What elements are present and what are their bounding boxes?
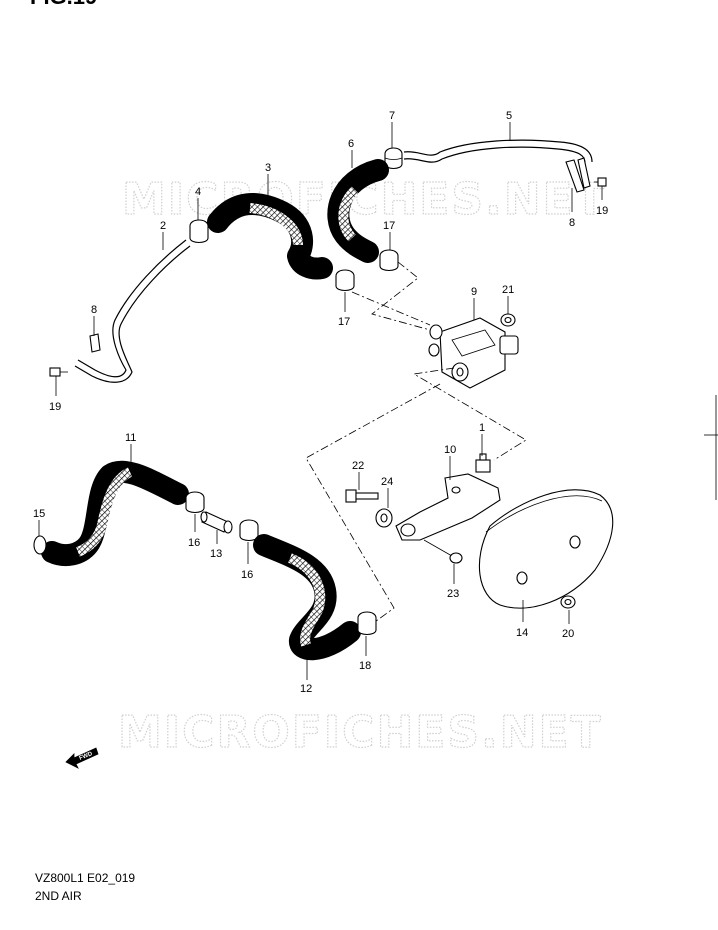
nut-20	[560, 595, 576, 609]
callout-19-upper: 19	[596, 205, 608, 217]
bolt-23	[423, 539, 463, 564]
watermark-bottom: MICROFICHES.NET	[118, 707, 603, 758]
figure-title: FIG.19	[30, 0, 97, 9]
callout-20: 20	[562, 628, 574, 640]
clamp-16-left	[185, 491, 205, 514]
bracket-8-lower	[89, 333, 101, 353]
clamp-15	[33, 535, 47, 555]
leader-lines	[38, 122, 603, 680]
callout-labels: 5 7 6 3 4 2 17 8 19 8 19 17 9 21 1 10 11…	[33, 110, 608, 695]
clamp-18	[357, 611, 377, 636]
hose-11	[41, 460, 189, 567]
callout-14: 14	[516, 627, 528, 639]
assembly-line-left	[305, 383, 441, 625]
clamp-17-lower	[335, 269, 355, 292]
bracket-8-upper	[565, 157, 591, 193]
callout-15: 15	[33, 508, 45, 520]
fwd-label: FWD	[79, 751, 95, 762]
callout-3: 3	[265, 162, 271, 174]
callout-19-lower: 19	[49, 401, 61, 413]
callout-16-right: 16	[241, 569, 253, 581]
bolt-19-lower	[49, 367, 68, 377]
callout-13: 13	[210, 548, 222, 560]
callout-2: 2	[160, 220, 166, 232]
callout-22: 22	[352, 460, 364, 472]
callout-1: 1	[479, 422, 485, 434]
callout-12: 12	[300, 683, 312, 695]
reed-valve-9	[428, 317, 519, 389]
callout-21: 21	[502, 284, 514, 296]
callout-4: 4	[195, 186, 201, 198]
callout-17-lower: 17	[338, 316, 350, 328]
pipe-2	[74, 239, 191, 383]
pipe-5	[403, 139, 593, 164]
clamp-4	[189, 219, 209, 244]
callout-16-left: 16	[188, 537, 200, 549]
callout-23: 23	[447, 588, 459, 600]
assembly-line-mid	[412, 367, 527, 461]
callout-7: 7	[389, 110, 395, 122]
callout-8-lower: 8	[91, 304, 97, 316]
callout-6: 6	[348, 138, 354, 150]
callout-9: 9	[471, 286, 477, 298]
callout-24: 24	[381, 476, 393, 488]
figure-code: VZ800L1 E02_019	[35, 871, 136, 885]
bolt-22	[345, 489, 379, 503]
assembly-line-17	[351, 291, 431, 326]
clamp-17-upper	[379, 249, 399, 272]
callout-11: 11	[125, 432, 136, 444]
hose-12	[253, 534, 361, 661]
bracket-10	[395, 473, 501, 541]
figure-name: 2ND AIR	[35, 889, 82, 903]
hose-6	[327, 159, 389, 263]
fwd-arrow-icon: FWD	[65, 747, 99, 769]
washer-21	[500, 313, 516, 327]
grommet-1	[475, 453, 491, 473]
clamp-16-right	[239, 519, 259, 542]
air-cleaner-14	[478, 489, 614, 609]
callout-8-upper: 8	[569, 217, 575, 229]
hose-3	[207, 193, 333, 280]
callout-5: 5	[506, 110, 512, 122]
callout-10: 10	[444, 444, 456, 456]
callout-17-upper: 17	[383, 220, 395, 232]
pipe-13	[200, 511, 233, 534]
spacer-24	[375, 508, 393, 528]
callout-18: 18	[359, 660, 371, 672]
assembly-line-upper	[371, 261, 431, 331]
